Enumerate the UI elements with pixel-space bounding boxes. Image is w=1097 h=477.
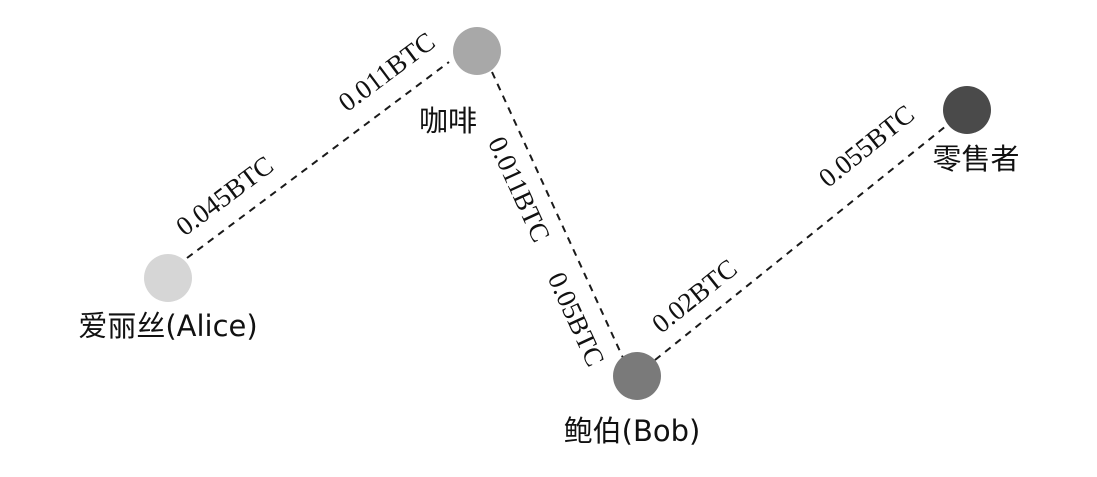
node-bob — [613, 352, 661, 400]
node-label-retailer: 零售者 — [932, 142, 1019, 176]
node-label-bob: 鲍伯(Bob) — [564, 414, 701, 448]
node-label-coffee: 咖啡 — [419, 104, 477, 138]
edge-label-coffee-bob-near-coffee: 0.011BTC — [482, 132, 556, 247]
node-coffee — [453, 27, 501, 75]
edge-label-bob-retailer-near-retailer: 0.055BTC — [813, 99, 920, 193]
edge-alice-coffee — [186, 61, 450, 259]
edge-label-alice-coffee-near-alice: 0.045BTC — [170, 150, 279, 242]
edge-label-coffee-bob-near-bob: 0.05BTC — [542, 268, 611, 371]
edge-coffee-bob — [491, 71, 625, 361]
node-alice — [144, 254, 192, 302]
edge-bob-retailer — [654, 125, 947, 361]
edge-label-bob-retailer-near-bob: 0.02BTC — [646, 253, 743, 339]
node-retailer — [943, 86, 991, 134]
node-label-alice: 爱丽丝(Alice) — [78, 309, 257, 343]
